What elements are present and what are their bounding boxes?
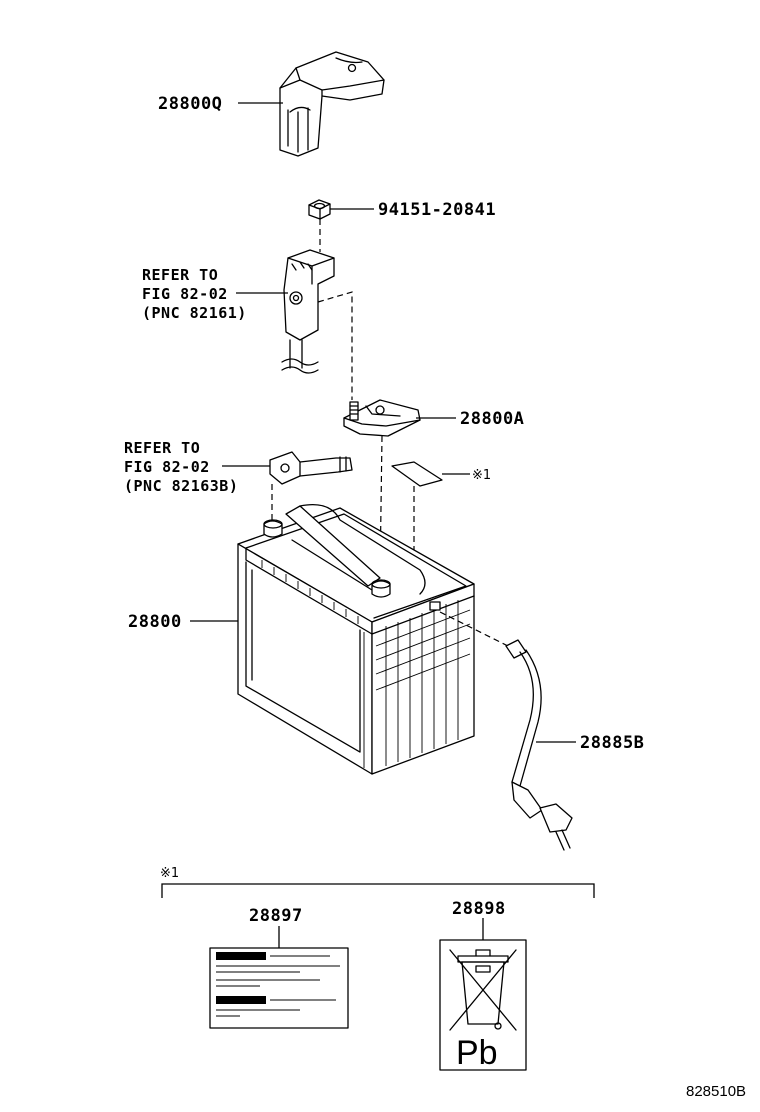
caution-label-part [209,947,349,1029]
ref-positive-line-1: REFER TO [142,266,218,284]
ref-positive-line-3: (PNC 82161) [142,304,247,322]
note-marker-group: ※1 [160,866,179,881]
ref-negative-line-1: REFER TO [124,439,200,457]
recycle-label-part: Pb [439,939,527,1072]
negative-cable-clamp [269,451,353,520]
label-patch-1 [391,461,443,487]
bracket-part [343,399,421,437]
ref-negative-line-3: (PNC 82163B) [124,477,238,495]
diagram-id: 828510B [686,1083,746,1100]
nut-part [308,199,331,220]
group-bracket [161,883,595,898]
terminal-cover-part [279,51,385,157]
recycle-label-pb: Pb [456,1034,498,1072]
callout-28800: 28800 [128,612,182,632]
ref-positive-line-2: FIG 82-02 [142,285,228,303]
callout-28898: 28898 [452,899,506,919]
callout-28800A: 28800A [460,409,524,429]
ref-negative-line-2: FIG 82-02 [124,458,210,476]
callout-28885B: 28885B [580,733,644,753]
note-marker-patch: ※1 [472,468,491,483]
battery-part [237,503,475,775]
vent-hose-part [439,611,573,851]
callout-28897: 28897 [249,906,303,926]
callout-nut: 94151-20841 [378,200,496,220]
callout-28800Q: 28800Q [158,94,222,114]
positive-cable-clamp [281,249,335,374]
